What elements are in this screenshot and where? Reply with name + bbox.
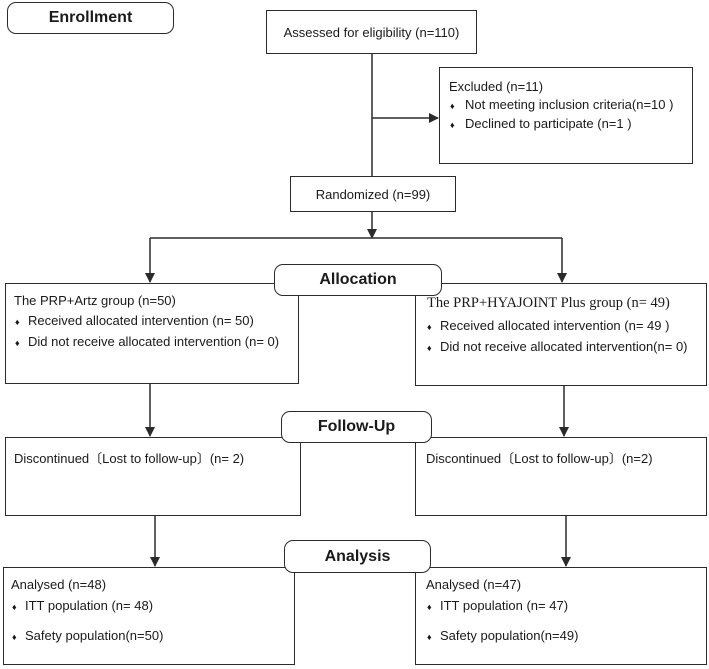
bullet-icon: ♦	[427, 632, 432, 642]
bullet-icon: ♦	[427, 322, 432, 332]
stage-analysis: Analysis	[284, 540, 431, 573]
right-discontinued-text: Discontinued〔Lost to follow-up〕(n=2)	[426, 451, 653, 466]
bullet-icon: ♦	[15, 317, 20, 327]
assessed-text: Assessed for eligibility (n=110)	[283, 24, 460, 40]
stage-enrollment: Enrollment	[7, 2, 174, 34]
stage-enrollment-label: Enrollment	[48, 9, 133, 26]
bullet-icon: ♦	[450, 101, 455, 111]
left-analysis-item: Safety population(n=50)	[25, 628, 164, 643]
right-allocation-item: Received allocated intervention (n= 49 )	[440, 318, 670, 333]
excluded-box: Excluded (n=11) ♦ Not meeting inclusion …	[439, 67, 693, 164]
bullet-icon: ♦	[12, 602, 17, 612]
stage-followup: Follow-Up	[281, 411, 432, 443]
randomized-box: Randomized (n=99)	[290, 176, 456, 212]
stage-allocation: Allocation	[274, 264, 442, 296]
right-analysed-title: Analysed (n=47)	[426, 577, 522, 592]
right-analysis-box: Analysed (n=47) ♦ ITT population (n= 47)…	[415, 567, 707, 665]
assessed-box: Assessed for eligibility (n=110)	[266, 10, 477, 54]
stage-analysis-label: Analysis	[324, 547, 391, 565]
left-analysed-title: Analysed (n=48)	[11, 577, 107, 592]
right-allocation-box: The PRP+HYAJOINT Plus group (n= 49) ♦ Re…	[415, 283, 707, 386]
excluded-title: Excluded (n=11)	[449, 79, 544, 94]
right-followup-box: Discontinued〔Lost to follow-up〕(n=2)	[415, 437, 707, 516]
left-allocation-item: Received allocated intervention (n= 50)	[28, 313, 254, 328]
left-group-title: The PRP+Artz group (n=50)	[14, 293, 176, 308]
right-analysis-item: Safety population(n=49)	[440, 628, 579, 643]
left-analysis-item: ITT population (n= 48)	[25, 598, 154, 613]
right-analysis-item: ITT population (n= 47)	[440, 598, 569, 613]
right-allocation-item: Did not receive allocated intervention(n…	[440, 339, 688, 354]
left-analysis-box: Analysed (n=48) ♦ ITT population (n= 48)…	[3, 567, 295, 665]
stage-allocation-label: Allocation	[319, 271, 397, 288]
bullet-icon: ♦	[450, 120, 455, 130]
bullet-icon: ♦	[15, 338, 20, 348]
left-allocation-box: The PRP+Artz group (n=50) ♦ Received all…	[5, 283, 299, 384]
excluded-item: Not meeting inclusion criteria(n=10 )	[465, 97, 674, 112]
left-followup-box: Discontinued〔Lost to follow-up〕(n= 2)	[5, 437, 301, 516]
right-group-title: The PRP+HYAJOINT Plus group (n= 49)	[427, 295, 670, 311]
left-discontinued-text: Discontinued〔Lost to follow-up〕(n= 2)	[14, 451, 245, 466]
randomized-text: Randomized (n=99)	[315, 186, 431, 202]
stage-followup-label: Follow-Up	[317, 418, 396, 435]
bullet-icon: ♦	[427, 343, 432, 353]
bullet-icon: ♦	[427, 602, 432, 612]
excluded-item: Declined to participate (n=1 )	[465, 116, 632, 131]
left-allocation-item: Did not receive allocated intervention (…	[28, 334, 280, 349]
bullet-icon: ♦	[12, 632, 17, 642]
